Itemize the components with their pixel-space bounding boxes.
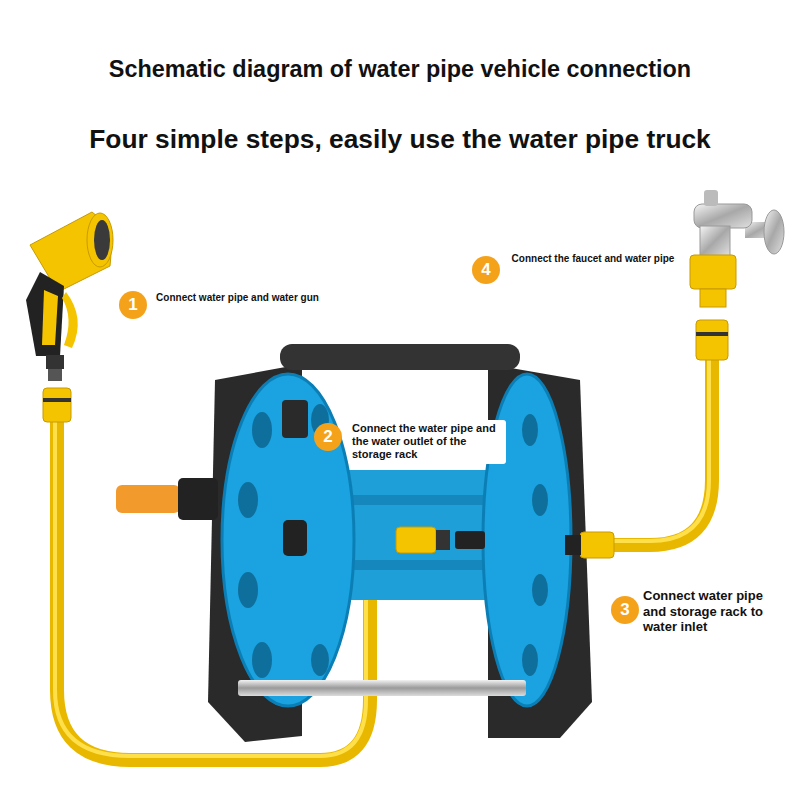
- callout-number: 2: [314, 423, 342, 451]
- step-description: Connect water pipe and water gun: [155, 292, 320, 304]
- callout-number: 1: [119, 291, 147, 319]
- step-description: Connect water pipe and storage rack to w…: [643, 588, 788, 635]
- callout-number: 4: [472, 256, 500, 284]
- step-description: Connect the faucet and water pipe: [508, 253, 678, 265]
- subtitle: Four simple steps, easily use the water …: [0, 124, 800, 155]
- callout: 1 Connect water pipe and water gun: [119, 291, 320, 319]
- callout: 2Connect the water pipe and the water ou…: [314, 423, 506, 464]
- callout-number: 3: [611, 596, 639, 624]
- step-description: Connect the water pipe and the water out…: [348, 420, 506, 464]
- callout: 4 Connect the faucet and water pipe: [472, 256, 678, 284]
- title: Schematic diagram of water pipe vehicle …: [0, 56, 800, 83]
- callout: 3Connect water pipe and storage rack to …: [611, 596, 788, 635]
